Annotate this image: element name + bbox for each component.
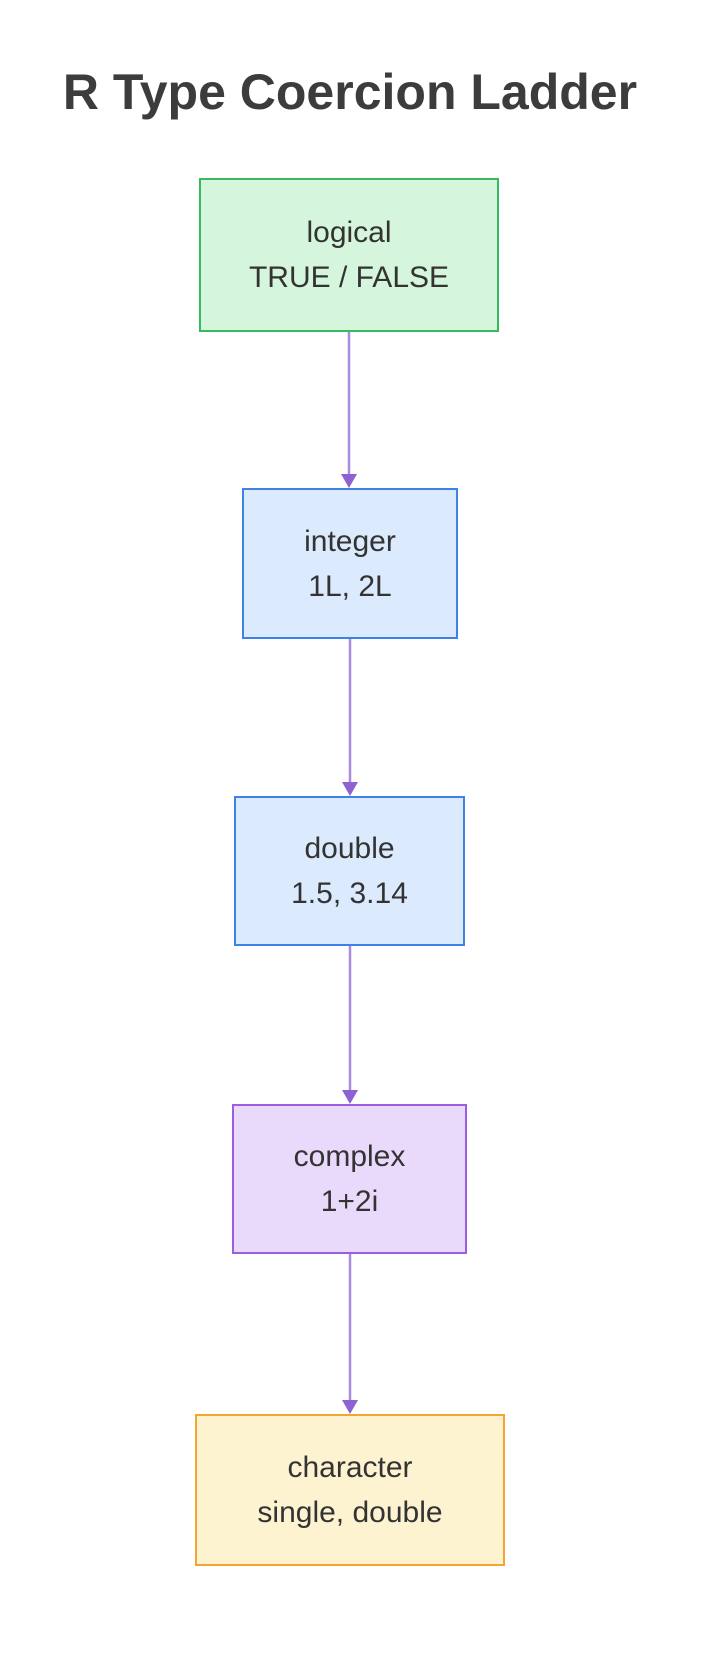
diagram-title: R Type Coercion Ladder [62, 64, 638, 120]
node-example-values: 1.5, 3.14 [291, 877, 408, 910]
node-example-values: TRUE / FALSE [248, 261, 450, 294]
node-example-values: 1+2i [320, 1185, 379, 1218]
node-type-label: complex [293, 1140, 406, 1173]
edge-double-complex [341, 946, 358, 1104]
arrowhead-icon [341, 474, 357, 488]
arrowhead-icon [342, 782, 358, 796]
node-example-values: single, double [257, 1496, 443, 1529]
node-complex: complex 1+2i [232, 1104, 467, 1254]
node-example-values: 1L, 2L [308, 569, 392, 603]
node-type-label: character [287, 1451, 413, 1484]
node-type-label: double [304, 832, 395, 865]
node-double: double 1.5, 3.14 [234, 796, 465, 946]
arrowhead-icon [341, 1090, 358, 1104]
node-integer: integer 1L, 2L [242, 488, 458, 639]
node-character: character single, double [195, 1414, 505, 1566]
edge-integer-double [342, 639, 358, 796]
node-logical: logical TRUE / FALSE [199, 178, 499, 332]
node-type-label: integer [304, 524, 396, 558]
edge-complex-character [341, 1254, 358, 1414]
edge-logical-integer [341, 332, 357, 488]
node-type-label: logical [306, 216, 392, 249]
arrowhead-icon [341, 1400, 358, 1414]
